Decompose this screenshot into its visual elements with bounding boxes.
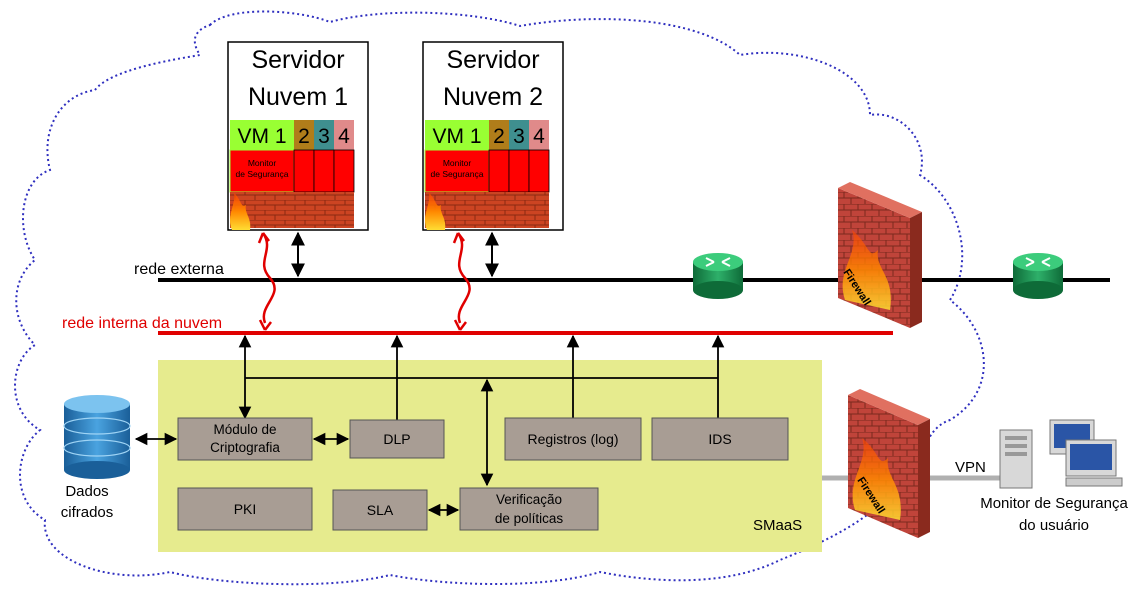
flame-icon xyxy=(425,193,446,230)
vm-4 xyxy=(334,120,354,150)
router-icon xyxy=(1013,253,1063,299)
vm-1 xyxy=(425,120,489,150)
user-monitor-label-line1: Monitor de Segurança xyxy=(980,495,1128,512)
database-label-line2: cifrados xyxy=(61,504,114,521)
database-icon xyxy=(63,395,131,479)
vpn-label: VPN xyxy=(955,459,986,476)
vm-4-label: 4 xyxy=(338,125,350,148)
server-1-title-line2: Nuvem 1 xyxy=(248,83,348,111)
monitor-label-line2: de Segurança xyxy=(236,169,289,179)
sla-module: SLA xyxy=(332,489,428,531)
firewall-icon: Firewall xyxy=(838,182,922,328)
brick-wall xyxy=(425,192,549,228)
log-module-label: Registros (log) xyxy=(527,431,618,447)
user-workstation-icon xyxy=(999,419,1123,489)
server-1-internal-link xyxy=(261,232,276,324)
pki-module-label: PKI xyxy=(234,501,257,517)
vm-2-label: 2 xyxy=(298,125,310,148)
vm-3 xyxy=(509,120,529,150)
policy-module-line2: de políticas xyxy=(495,511,564,526)
server-cloud-1: Servidor Nuvem 1 VM 1 2 3 4 Monitor de S… xyxy=(227,41,369,231)
vm-3-label: 3 xyxy=(513,125,525,148)
security-monitor xyxy=(424,149,490,193)
vm-2 xyxy=(489,120,509,150)
flame-icon xyxy=(230,193,251,230)
vm-4-label: 4 xyxy=(533,125,545,148)
crypto-module: Módulo de Criptografia xyxy=(177,417,313,461)
vm-2-label: 2 xyxy=(493,125,505,148)
server-2-title-line2: Nuvem 2 xyxy=(443,83,543,111)
crypto-module-line1: Módulo de xyxy=(213,422,276,437)
pki-module: PKI xyxy=(177,487,313,531)
monitor-label-line1: Monitor xyxy=(443,158,472,168)
firewall-icon: Firewall xyxy=(848,389,930,538)
server-1-title-line1: Servidor xyxy=(251,46,344,74)
smaas-label: SMaaS xyxy=(753,517,802,534)
vm-1 xyxy=(230,120,294,150)
ids-module: IDS xyxy=(651,417,789,461)
server-2-internal-link xyxy=(456,232,471,324)
router-icon xyxy=(693,253,743,299)
policy-module: Verificação de políticas xyxy=(459,487,599,531)
dlp-module: DLP xyxy=(349,419,445,459)
vm-3-label: 3 xyxy=(318,125,330,148)
policy-module-line1: Verificação xyxy=(496,492,562,507)
log-module: Registros (log) xyxy=(504,417,642,461)
database-label-line1: Dados xyxy=(65,483,108,500)
user-monitor-label-line2: do usuário xyxy=(1019,517,1089,534)
sla-module-label: SLA xyxy=(367,502,394,518)
vm-1-label: VM 1 xyxy=(237,125,286,148)
vm-1-label: VM 1 xyxy=(432,125,481,148)
brick-wall xyxy=(230,192,354,228)
ids-module-label: IDS xyxy=(708,431,731,447)
vm-4 xyxy=(529,120,549,150)
external-network-label: rede externa xyxy=(134,261,224,278)
monitor-label-line1: Monitor xyxy=(248,158,277,168)
crypto-module-line2: Criptografia xyxy=(210,440,280,455)
server-2-title-line1: Servidor xyxy=(446,46,539,74)
server-cloud-2: Servidor Nuvem 2 VM 1 2 3 4 Monitor de S… xyxy=(422,41,564,231)
dlp-module-label: DLP xyxy=(383,431,410,447)
vm-2 xyxy=(294,120,314,150)
vm-3 xyxy=(314,120,334,150)
monitor-label-line2: de Segurança xyxy=(431,169,484,179)
internal-network-label: rede interna da nuvem xyxy=(62,315,222,332)
